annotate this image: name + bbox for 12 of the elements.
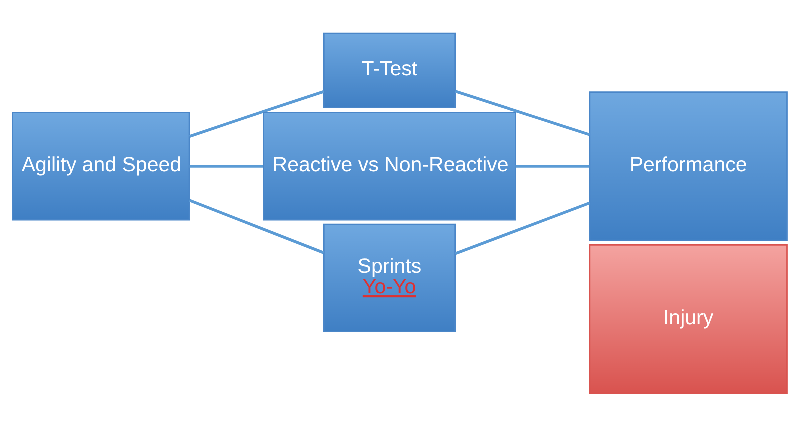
connector xyxy=(455,201,590,255)
node-box: Performance xyxy=(589,91,788,241)
connector xyxy=(189,90,324,138)
node-box: T-Test xyxy=(323,32,456,108)
node-box: Injury xyxy=(589,244,788,394)
connector xyxy=(516,164,590,168)
connector xyxy=(455,90,590,136)
connector xyxy=(189,198,324,254)
node-box: Sprints Yo-Yo xyxy=(323,223,456,332)
node-box: Agility and Speed xyxy=(12,112,190,220)
connector xyxy=(190,164,264,168)
node-box: Reactive vs Non-Reactive xyxy=(263,112,516,220)
